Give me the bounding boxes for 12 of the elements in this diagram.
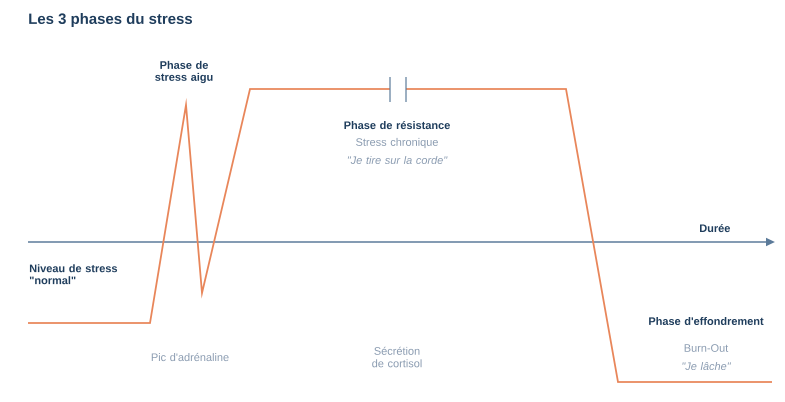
event-label: Pic d'adrénaline: [152, 352, 229, 362]
phase-description: Burn-Out: [684, 344, 728, 352]
phase-heading: Phase de stress aigu: [155, 60, 212, 84]
event-label: Sécrétion de cortisol: [372, 346, 422, 368]
phase-heading: Phase d'effondrement: [649, 316, 764, 326]
phase-heading: Phase de résistance: [344, 120, 450, 130]
title: Les 3 phases du stress: [29, 13, 192, 27]
quote-text: "Je lâche": [682, 362, 731, 370]
phase-description: Stress chronique: [356, 138, 438, 148]
quote-text: "Je tire sur la corde": [348, 156, 448, 164]
baseline-label: Niveau de stress "normal": [30, 264, 118, 284]
axis-label: Durée: [700, 224, 730, 232]
